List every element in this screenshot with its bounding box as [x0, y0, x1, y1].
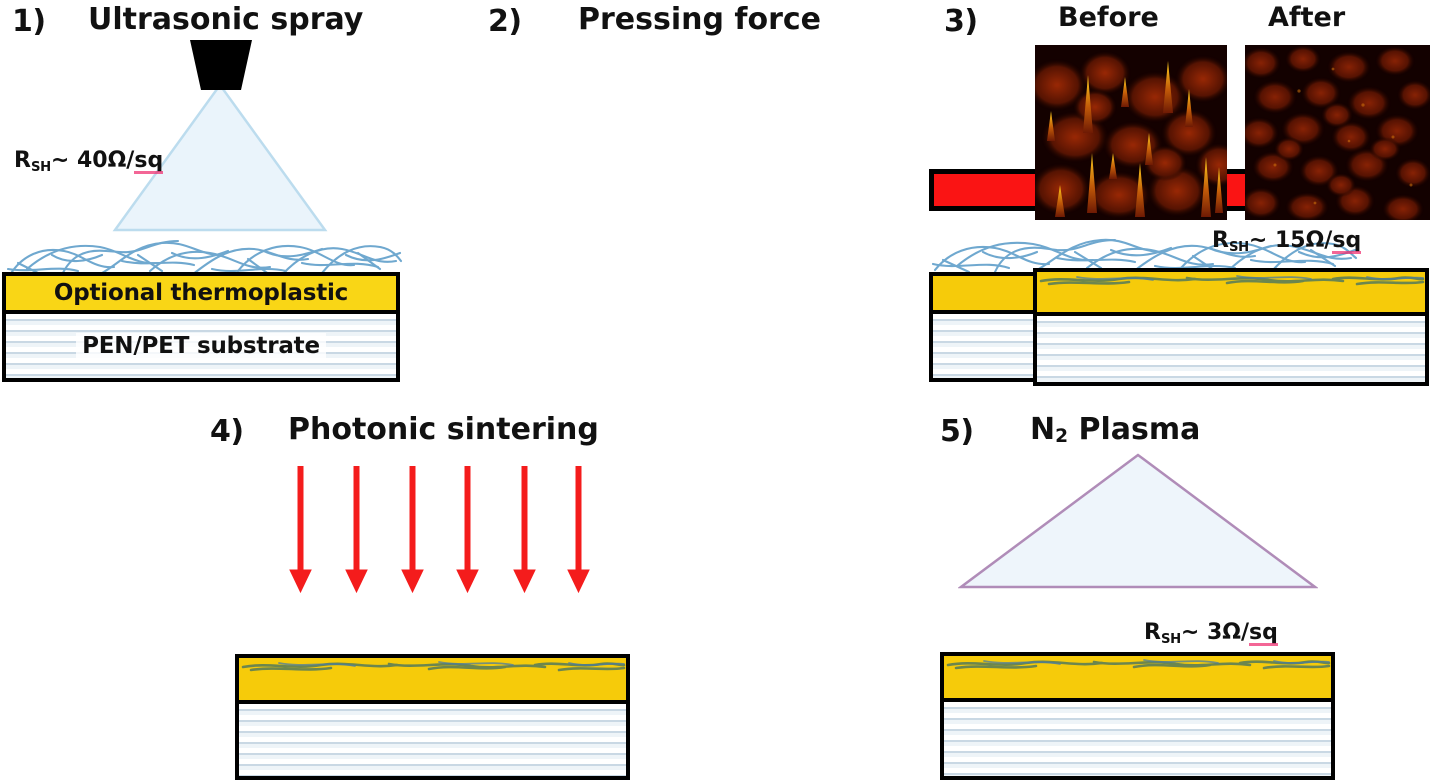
- step-5-title-main: N: [1030, 412, 1056, 447]
- rsh-symbol: R: [1212, 228, 1229, 253]
- step-4-title: Photonic sintering: [288, 412, 599, 447]
- rsh-symbol: R: [1144, 620, 1161, 645]
- thermoplastic-label: Optional thermoplastic: [53, 280, 349, 306]
- step-5-title-subscript: 2: [1055, 426, 1069, 448]
- pen-pet-substrate-layer-step-5: [940, 702, 1335, 780]
- nanowire-mesh-step-1: [6, 239, 403, 277]
- substrate-stack-step-5: [940, 652, 1335, 780]
- sheet-resistance-label-step-5: RSH~ 3Ω/sq: [1144, 620, 1278, 647]
- thermoplastic-layer: Optional thermoplastic: [2, 272, 400, 314]
- embedded-nanowire-band-step-5: [944, 656, 1331, 672]
- panel-step-3: 3) Before After: [930, 0, 1431, 400]
- step-1-title: Ultrasonic spray: [88, 2, 364, 37]
- pen-pet-substrate-layer: PEN/PET substrate: [2, 314, 400, 382]
- step-5-number: 5): [940, 414, 974, 449]
- step-3-number: 3): [944, 4, 978, 39]
- afm-image-before: [1035, 45, 1227, 220]
- rsh-subscript: SH: [1228, 239, 1249, 255]
- substrate-label: PEN/PET substrate: [76, 333, 326, 359]
- substrate-stack-step-4: [235, 654, 630, 780]
- step-2-number: 2): [488, 4, 522, 39]
- rsh-unit: sq: [1249, 620, 1278, 646]
- rsh-subscript: SH: [30, 159, 51, 175]
- photonic-sintering-arrows: [289, 466, 590, 594]
- ultrasonic-spray-cone-icon: [112, 85, 328, 232]
- panel-step-5: 5) N2 Plasma RSH~ 3Ω/sq: [920, 400, 1431, 782]
- embedded-nanowire-gold-layer-step-4: [235, 654, 630, 704]
- rsh-unit: sq: [1332, 228, 1362, 254]
- embedded-nanowire-band-step-3: [1037, 272, 1425, 288]
- embedded-nanowire-band-step-4: [239, 658, 626, 674]
- rsh-value: ~ 40Ω/: [50, 148, 135, 173]
- substrate-stack-step-3: [1033, 268, 1429, 386]
- afm-before-label: Before: [1058, 2, 1159, 33]
- rsh-symbol: R: [14, 148, 31, 173]
- rsh-unit: sq: [134, 148, 164, 174]
- substrate-stack-step-1: Optional thermoplastic PEN/PET substrate: [2, 272, 400, 382]
- sheet-resistance-label-step-3: RSH~ 15Ω/sq: [1212, 228, 1362, 255]
- step-1-number: 1): [12, 4, 46, 39]
- rsh-value: ~ 15Ω/: [1248, 228, 1333, 253]
- embedded-nanowire-gold-layer-step-5: [940, 652, 1335, 702]
- plasma-cone-icon: [958, 453, 1318, 589]
- afm-after-label: After: [1268, 2, 1346, 33]
- panel-step-4: 4) Photonic sintering: [190, 400, 660, 782]
- pen-pet-substrate-layer-step-3: [1033, 316, 1429, 386]
- step-2-title: Pressing force: [578, 2, 821, 37]
- sheet-resistance-label-step-1: RSH~ 40Ω/sq: [14, 148, 164, 175]
- step-5-title-rest: Plasma: [1068, 412, 1201, 447]
- panel-step-1: 1) Ultrasonic spray RSH~ 40Ω/sq: [0, 0, 440, 400]
- step-5-title: N2 Plasma: [1030, 412, 1200, 447]
- afm-image-after: [1245, 45, 1430, 220]
- nanowire-mesh-step-2: [931, 238, 1358, 274]
- pen-pet-substrate-layer-step-4: [235, 704, 630, 780]
- panel-step-2: 2) Pressing force: [450, 0, 1358, 400]
- embedded-nanowire-gold-layer-step-3: [1033, 268, 1429, 316]
- step-4-number: 4): [210, 414, 244, 449]
- rsh-subscript: SH: [1160, 631, 1181, 647]
- rsh-value: ~ 3Ω/: [1180, 620, 1250, 645]
- spray-nozzle-icon: [190, 40, 252, 90]
